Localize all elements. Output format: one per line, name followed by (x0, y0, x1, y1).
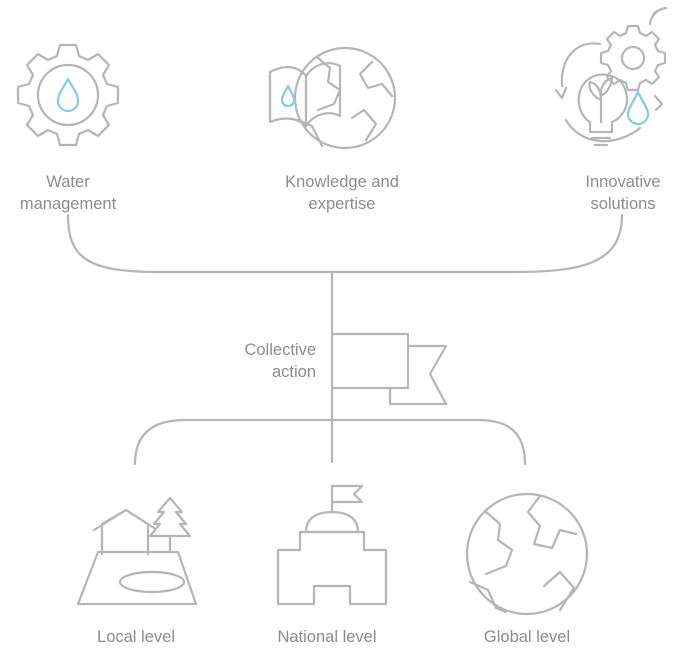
input-label-innovative-line1: Innovative (585, 173, 661, 191)
top-bracket (66, 213, 624, 274)
input-label-water: Water management (20, 171, 116, 215)
output-label-global-text: Global level (483, 628, 571, 646)
output-label-national-text: National level (277, 628, 377, 646)
center-label-line2: action (271, 363, 316, 381)
center-label-line1: Collective (244, 341, 316, 359)
capitol-building-icon (276, 484, 388, 606)
input-label-water-line1: Water (46, 173, 90, 191)
input-label-innovative-line2: solutions (590, 195, 656, 213)
gear-water-drop-icon (16, 43, 120, 147)
center-label-collective-action: Collective action (244, 339, 316, 383)
lightbulb-gear-icon (554, 6, 668, 147)
book-globe-icon (268, 46, 397, 150)
globe-icon (465, 492, 589, 616)
input-label-knowledge: Knowledge and expertise (285, 171, 399, 215)
bottom-bracket (133, 418, 527, 466)
input-label-knowledge-line2: expertise (308, 195, 376, 213)
input-label-innovative: Innovative solutions (585, 171, 660, 215)
output-label-local: Local level (97, 626, 175, 648)
output-label-local-text: Local level (97, 628, 175, 646)
flag-icon (330, 332, 448, 406)
input-label-water-line2: management (19, 195, 117, 213)
input-label-knowledge-line1: Knowledge and (285, 173, 399, 191)
house-tree-lake-icon (76, 496, 198, 606)
output-label-national: National level (277, 626, 376, 648)
output-label-global: Global level (484, 626, 570, 648)
